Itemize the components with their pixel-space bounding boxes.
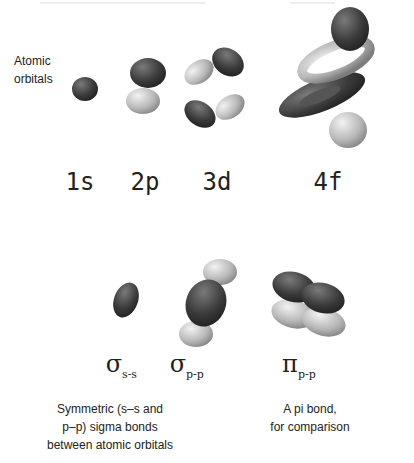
s-orbital: [72, 77, 98, 101]
f-orbital: [273, 7, 374, 148]
orbital-name: 2p: [120, 168, 170, 197]
p-orbital: [126, 58, 166, 114]
pi-bond: [268, 267, 349, 341]
bond-subscript: p-p: [186, 368, 216, 381]
bond-subscript: p-p: [298, 368, 328, 381]
orbital-name: 3d: [192, 168, 242, 197]
orbital-name: 4f: [303, 168, 353, 197]
bond-symbol: σ: [168, 350, 188, 379]
caption-text: A pi bond, for comparison: [262, 400, 358, 436]
sigma-ss-bond: [109, 279, 144, 321]
bond-symbol: π: [280, 350, 300, 379]
sigma-pp-bond: [179, 259, 237, 347]
caption-text: Symmetric (s–s and p–p) sigma bonds betw…: [35, 400, 185, 454]
orbital-name: 1s: [55, 168, 105, 197]
bond-subscript: s-s: [122, 368, 152, 381]
d-orbital: [179, 42, 249, 134]
bond-symbol: σ: [104, 350, 124, 379]
row-label: Atomic orbitals: [14, 52, 69, 88]
